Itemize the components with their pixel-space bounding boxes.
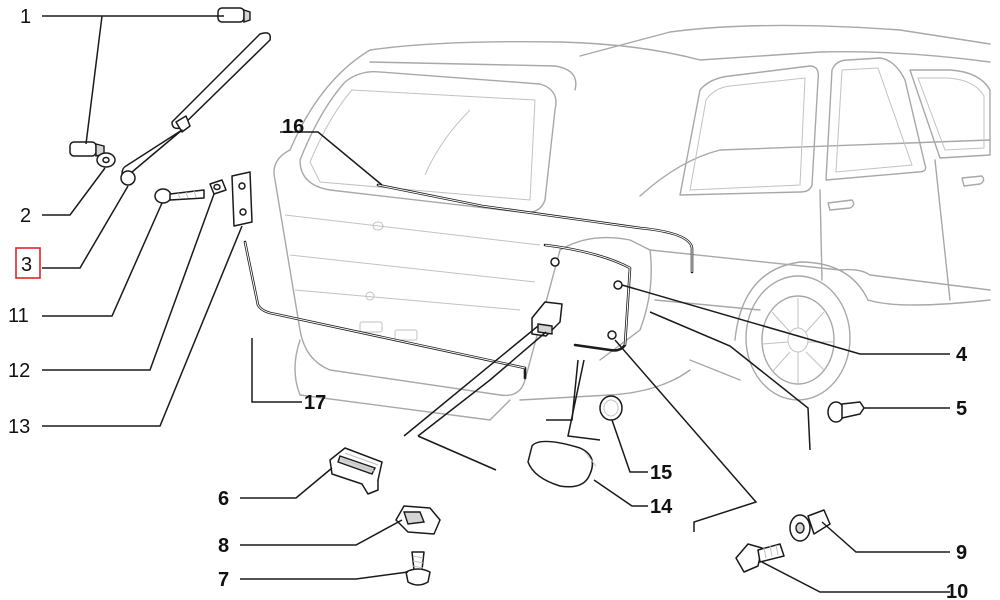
callout-11: 11 [8,305,29,327]
callout-15: 15 [650,462,672,484]
callout-2: 2 [20,205,31,227]
callout-1: 1 [20,6,31,28]
callout-5: 5 [956,398,967,420]
nut-12 [209,179,227,195]
callout-8: 8 [218,535,229,557]
callout-13: 13 [8,416,30,438]
callout-17: 17 [304,392,326,414]
callout-7: 7 [218,569,229,591]
callout-4: 4 [956,344,968,366]
ball-stud-lower [69,141,105,157]
screw-7 [405,551,431,586]
lamp-unit-6 [329,447,383,495]
bracket-13 [231,171,253,227]
clip-8 [395,505,441,535]
grommet-15 [599,395,623,421]
bolt-9 [789,509,831,542]
car-body-outline [273,24,991,421]
leader-lines [42,15,950,593]
washer [96,152,116,168]
callout-14: 14 [650,496,673,518]
push-pin-5 [827,401,865,423]
plate-lamp-on-car [531,301,563,337]
callout-10: 10 [946,581,968,600]
callout-3-highlight [15,247,41,279]
seal-17-lower-strip [243,240,527,380]
screw-10 [735,543,785,573]
callout-9: 9 [956,542,967,564]
callout-16: 16 [282,116,304,138]
gas-strut [120,7,272,186]
callout-12: 12 [8,360,30,382]
seal-16-upper-rail [376,183,694,274]
callout-3: 3 [21,254,32,276]
callout-6: 6 [218,488,229,510]
lens-cover-14 [527,440,597,488]
seal-4-lamp-gasket [543,243,632,352]
screw-11 [154,188,205,204]
